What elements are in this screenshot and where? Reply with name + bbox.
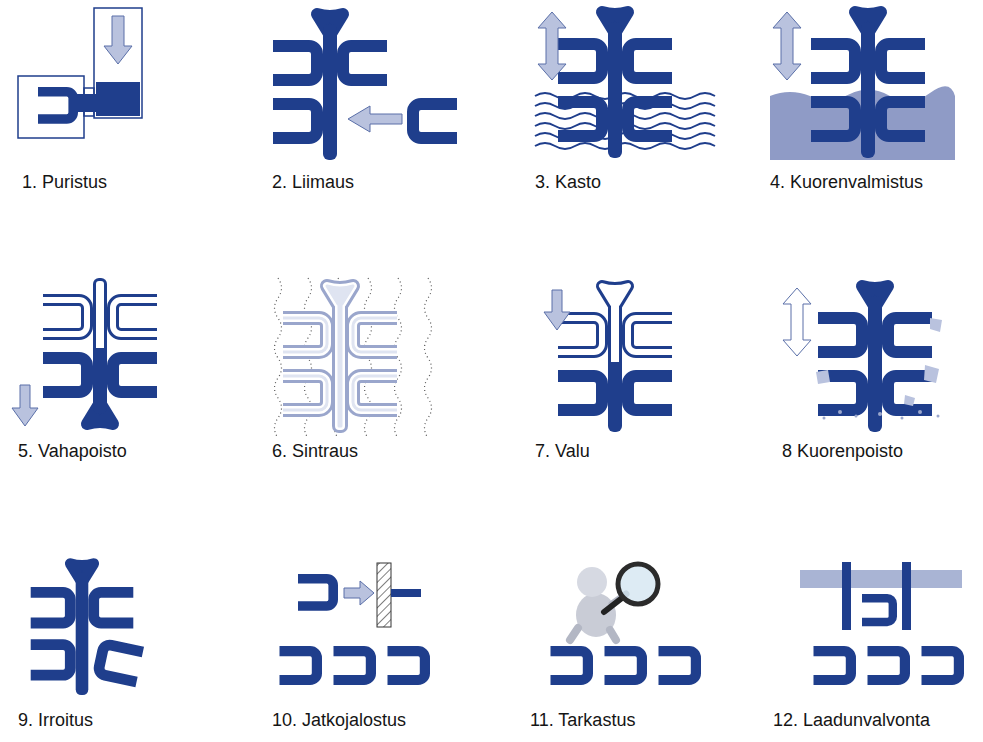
step-label: 9. Irroitus [18, 709, 93, 731]
step-label: 6. Sintraus [272, 440, 358, 462]
step-label: 3. Kasto [535, 171, 601, 193]
shell-removal-figure [783, 286, 942, 426]
step-label: 1. Puristus [22, 171, 107, 193]
step-label: 12. Laadunvalvonta [773, 709, 930, 731]
step-label: 10. Jatkojalostus [272, 709, 406, 731]
assembly-figure [273, 14, 457, 154]
finishing-figure [280, 563, 425, 680]
casting-figure [544, 286, 672, 426]
step-label: 11. Tarkastus [530, 709, 635, 731]
shell-building-figure [770, 12, 955, 160]
cut-off-figure [31, 564, 143, 690]
move-arrow [348, 106, 402, 132]
step-label: 5. Vahapoisto [18, 440, 127, 462]
step-label: 8 Kuorenpoisto [782, 440, 903, 462]
inspection-figure [551, 564, 696, 680]
step-label: 2. Liimaus [272, 171, 354, 193]
quality-control-figure [800, 562, 962, 680]
step-label: 7. Valu [535, 440, 590, 462]
dipping-figure [535, 12, 715, 152]
step-label: 4. Kuorenvalmistus [770, 171, 923, 193]
sintering-figure [275, 278, 432, 438]
dewax-figure [12, 284, 157, 426]
pressing-figure [18, 8, 142, 138]
